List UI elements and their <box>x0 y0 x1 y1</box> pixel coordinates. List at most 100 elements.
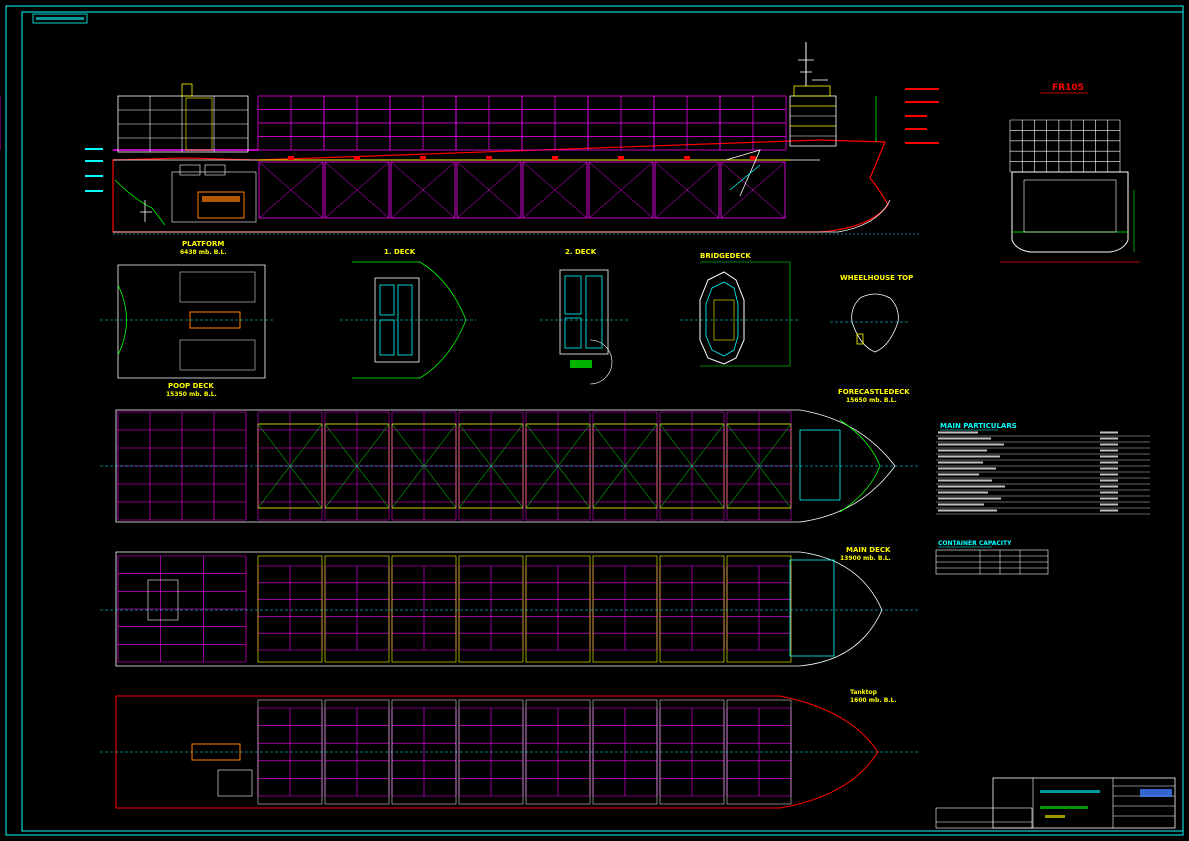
platform-title: PLATFORM <box>182 240 224 248</box>
particulars-row-text <box>938 503 984 506</box>
particulars-row-text <box>938 509 997 512</box>
tanktop-plan: Tanktop 1600 mb. B.L. <box>100 689 920 809</box>
platform-plan: PLATFORM 6438 mb. B.L. <box>100 240 275 379</box>
tanktop-title: Tanktop <box>850 689 878 696</box>
particulars-row-text <box>938 431 978 434</box>
hold-diagonal <box>720 161 786 219</box>
cargo-hold <box>522 161 588 219</box>
particulars-row-value <box>1100 473 1118 476</box>
wheelhouse-top-plan: WHEELHOUSE TOP <box>830 274 913 353</box>
profile-level-labels <box>905 88 939 144</box>
cargo-hold <box>588 161 654 219</box>
hatch-coaming-mark <box>684 156 690 160</box>
sheet-tag <box>32 13 88 24</box>
container-capacity-table: CONTAINER CAPACITY <box>935 540 1049 575</box>
fwd-superstructure <box>725 42 877 197</box>
cargo-hold <box>390 161 456 219</box>
deck1-plan: 1. DECK <box>340 248 476 379</box>
capacity-title: CONTAINER CAPACITY <box>938 540 1012 547</box>
deck2-plan: 2. DECK <box>540 248 628 385</box>
poop-subtitle: 15350 mb. B.L. <box>166 391 217 398</box>
poop-forecastle-plan: POOP DECK 15350 mb. B.L. FORECASTLEDECK … <box>100 382 920 523</box>
hatch-coaming-mark <box>354 156 360 160</box>
wheelhouse-title: WHEELHOUSE TOP <box>840 274 913 282</box>
cargo-hold <box>654 161 720 219</box>
hold-boundary <box>257 555 323 663</box>
particulars-row-text <box>938 461 983 464</box>
cargo-hold <box>720 161 786 219</box>
particulars-row-value <box>1100 461 1118 464</box>
section-title: FR105 <box>1052 83 1084 93</box>
bridge-title: BRIDGEDECK <box>700 252 751 260</box>
hold-boundary <box>391 555 457 663</box>
bridge-deck-plan: BRIDGEDECK <box>680 252 800 367</box>
particulars-row-value <box>1100 437 1118 440</box>
hold-diagonal <box>654 161 720 219</box>
particulars-row-text <box>938 485 1005 488</box>
particulars-row-text <box>938 479 992 482</box>
particulars-row-value <box>1100 491 1118 494</box>
particulars-row-value <box>1100 485 1118 488</box>
hold-diagonal <box>456 161 522 219</box>
profile-cargo-holds <box>258 156 786 219</box>
cargo-hold <box>258 161 324 219</box>
hold-boundary <box>458 555 524 663</box>
hold-boundary <box>659 555 725 663</box>
profile-view <box>0 42 939 235</box>
particulars-row-value <box>1100 431 1118 434</box>
particulars-row-text <box>938 455 1000 458</box>
hatch-coaming-mark <box>618 156 624 160</box>
particulars-row-value <box>1100 449 1118 452</box>
profile-hull-outline <box>112 139 889 233</box>
forecastle-subtitle: 15650 mb. B.L. <box>846 397 897 404</box>
hatch-coaming-mark <box>420 156 426 160</box>
particulars-row-text <box>938 497 1001 500</box>
hold-diagonal <box>522 161 588 219</box>
hold-boundary <box>324 555 390 663</box>
particulars-row-value <box>1100 455 1118 458</box>
particulars-row-value <box>1100 497 1118 500</box>
particulars-row-value <box>1100 503 1118 506</box>
hold-boundary <box>726 555 792 663</box>
poop-title: POOP DECK <box>168 382 214 390</box>
hatch-coaming-mark <box>486 156 492 160</box>
maindeck-title: MAIN DECK <box>846 546 891 554</box>
particulars-row-text <box>938 437 991 440</box>
particulars-row-value <box>1100 467 1118 470</box>
engine-room-profile <box>171 164 257 223</box>
main-deck-plan: MAIN DECK 13900 mb. B.L. <box>100 546 920 667</box>
hatch-diagonal <box>391 423 457 509</box>
maindeck-subtitle: 13900 mb. B.L. <box>840 555 891 562</box>
particulars-row-text <box>938 491 988 494</box>
main-particulars-table: MAIN PARTICULARS <box>936 422 1150 515</box>
particulars-row-value <box>1100 443 1118 446</box>
particulars-title: MAIN PARTICULARS <box>940 422 1017 430</box>
profile-deck-containers <box>0 95 787 151</box>
title-block <box>935 777 1176 829</box>
hatch-coaming-mark <box>552 156 558 160</box>
particulars-row-text <box>938 467 996 470</box>
draft-marks <box>85 148 103 192</box>
deck2-title: 2. DECK <box>565 248 597 256</box>
aft-accommodation <box>117 83 249 153</box>
particulars-row-value <box>1100 509 1118 512</box>
drawing-frame <box>5 5 1184 836</box>
particulars-row-value <box>1100 479 1118 482</box>
hatch-coaming-mark <box>288 156 294 160</box>
platform-subtitle: 6438 mb. B.L. <box>180 249 227 256</box>
hold-diagonal <box>258 161 324 219</box>
hold-diagonal <box>324 161 390 219</box>
particulars-row-text <box>938 443 1004 446</box>
particulars-row-text <box>938 473 979 476</box>
cargo-hold <box>324 161 390 219</box>
tanktop-subtitle: 1600 mb. B.L. <box>850 697 897 704</box>
hold-diagonal <box>390 161 456 219</box>
hold-boundary <box>525 555 591 663</box>
hatch-coaming-mark <box>750 156 756 160</box>
particulars-row-text <box>938 449 987 452</box>
cargo-hold <box>456 161 522 219</box>
deck1-title: 1. DECK <box>384 248 416 256</box>
hold-diagonal <box>588 161 654 219</box>
forecastle-title: FORECASTLEDECK <box>838 388 910 396</box>
